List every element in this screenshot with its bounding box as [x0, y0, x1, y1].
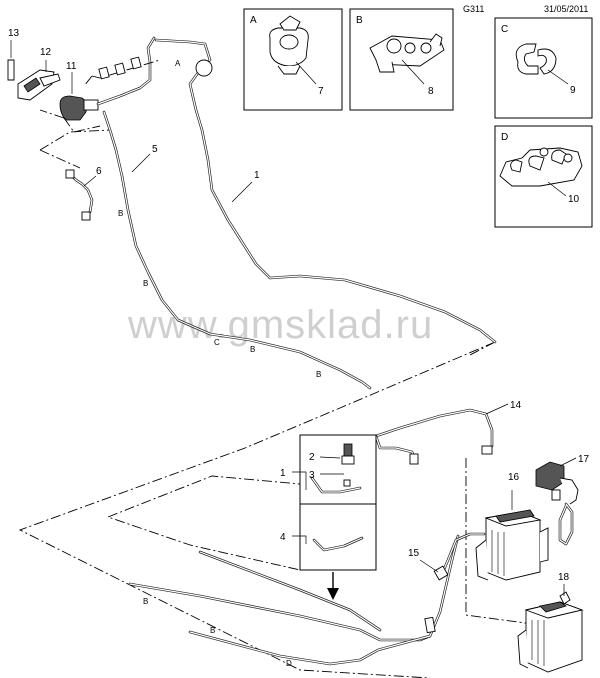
hose-6	[65, 169, 97, 221]
pipe-14	[374, 403, 509, 465]
callout-8: 8	[428, 86, 434, 97]
callout-4: 4	[280, 532, 286, 543]
pipe-1	[154, 38, 497, 344]
watermark: www.gmsklad.ru	[127, 303, 433, 347]
segment-letter-a: A	[175, 59, 181, 68]
pipe-5	[102, 110, 372, 390]
segment-letter-b3: B	[250, 345, 255, 354]
purge-valve-assembly	[7, 36, 161, 133]
detail-box-c-letter: C	[501, 24, 508, 35]
clip-9-icon	[515, 43, 539, 75]
diagram-date: 31/05/2011	[544, 4, 588, 14]
inset-box-sensor	[292, 434, 377, 600]
valve-17-icon	[535, 461, 565, 491]
callout-2: 2	[309, 452, 315, 463]
callout-6: 6	[96, 166, 102, 177]
evap-canister-16	[475, 490, 549, 581]
lower-pipes	[128, 534, 460, 666]
detail-box-b: B 8	[349, 8, 454, 111]
segment-letter-b1: B	[118, 209, 123, 218]
callout-9: 9	[570, 85, 576, 96]
routing-outline-right	[465, 458, 541, 626]
detail-box-b-letter: B	[356, 15, 363, 26]
callout-5: 5	[152, 144, 158, 155]
inset-arrow-icon	[327, 588, 339, 600]
callout-3: 3	[309, 470, 315, 481]
detail-box-c: C 9	[494, 17, 593, 119]
detail-box-a: A 7	[243, 8, 343, 111]
callout-17: 17	[578, 454, 590, 465]
callout-11: 11	[66, 61, 77, 72]
segment-letter-b6: B	[210, 626, 215, 635]
bolt-13-icon	[7, 59, 15, 81]
callout-1-top: 1	[254, 170, 260, 181]
callout-7: 7	[318, 86, 324, 97]
callout-13: 13	[8, 28, 20, 39]
segment-letter-d: D	[286, 659, 292, 668]
routing-outline-upper	[39, 129, 111, 169]
segment-letter-b4: B	[316, 370, 321, 379]
detail-box-d-letter: D	[501, 132, 508, 143]
segment-letter-b5: B	[143, 597, 148, 606]
connector-icon	[424, 616, 436, 634]
detail-box-d: D 10	[494, 125, 593, 228]
callout-10: 10	[568, 194, 580, 205]
purge-valve-11-icon	[59, 95, 87, 121]
callout-15: 15	[408, 548, 420, 559]
segment-letter-c: C	[214, 338, 220, 347]
callout-16: 16	[508, 472, 520, 483]
routing-outline-main	[18, 341, 496, 678]
callout-1-inset: 1	[280, 468, 286, 479]
callout-14: 14	[510, 400, 522, 411]
segment-letter-b2: B	[143, 279, 148, 288]
diagram-code: G311	[463, 4, 484, 14]
routing-outline-lower	[107, 475, 301, 571]
callout-12: 12	[40, 47, 52, 58]
callout-18: 18	[558, 572, 570, 583]
detail-box-a-letter: A	[250, 15, 257, 26]
pipe-1-fitting-icon	[195, 59, 213, 77]
vent-valve-17	[535, 457, 579, 546]
evap-canister-18	[517, 584, 584, 673]
pipe-15	[419, 532, 486, 581]
